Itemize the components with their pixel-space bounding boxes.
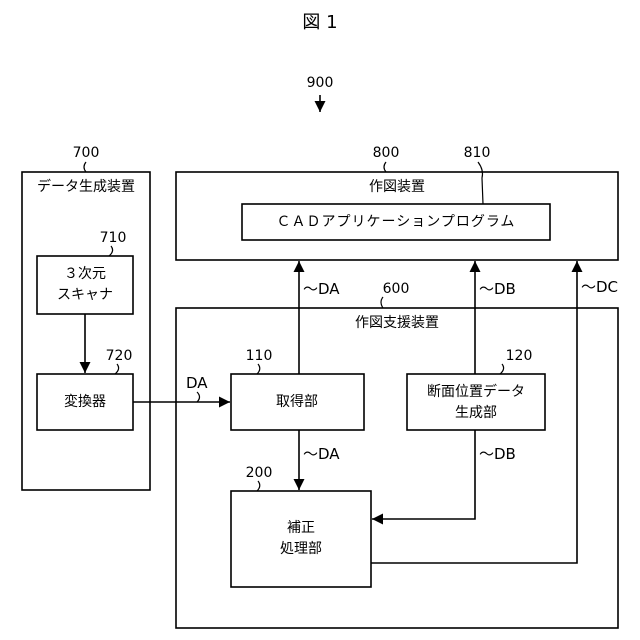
- data-gen-box: [22, 172, 150, 490]
- scanner-label: ３次元 スキャナ: [57, 264, 113, 306]
- signal-dc-up: ～DC: [581, 280, 618, 295]
- acquisition-label: 取得部: [276, 395, 318, 409]
- support-device-label: 作図支援装置: [355, 316, 439, 330]
- leader-810: [478, 162, 483, 204]
- leader-800: [384, 162, 386, 172]
- system-ref-900: 900: [307, 76, 334, 90]
- leader-da-input: [197, 392, 200, 402]
- leader-710: [109, 246, 113, 256]
- scanner-line1: ３次元: [57, 264, 113, 285]
- signal-db-down: ～DB: [479, 447, 516, 462]
- section-gen-label: 断面位置データ 生成部: [427, 382, 525, 424]
- figure-title: 図 1: [302, 14, 337, 32]
- correction-line1: 補正: [280, 518, 322, 539]
- ref-800: 800: [373, 146, 400, 160]
- data-gen-label: データ生成装置: [37, 180, 135, 194]
- ref-720: 720: [106, 349, 133, 363]
- section-gen-line2: 生成部: [427, 403, 525, 424]
- leader-600: [381, 297, 383, 308]
- ref-710: 710: [100, 231, 127, 245]
- ref-120: 120: [506, 349, 533, 363]
- signal-da-up: ～DA: [303, 282, 340, 297]
- support-device-box: [176, 308, 618, 628]
- ref-810: 810: [464, 146, 491, 160]
- correction-label: 補正 処理部: [280, 518, 322, 560]
- leader-110: [257, 364, 260, 374]
- arrow-section-to-correction: [372, 430, 475, 519]
- drawing-device-label: 作図装置: [369, 180, 425, 194]
- leader-700: [84, 162, 86, 172]
- converter-label: 変換器: [64, 395, 106, 409]
- ref-700: 700: [73, 146, 100, 160]
- ref-200: 200: [246, 466, 273, 480]
- cad-app-label: ＣＡＤアプリケーションプログラム: [277, 215, 516, 229]
- signal-da-down: ～DA: [303, 447, 340, 462]
- ref-600: 600: [383, 282, 410, 296]
- leader-120: [500, 364, 504, 374]
- section-gen-line1: 断面位置データ: [427, 382, 525, 403]
- scanner-line2: スキャナ: [57, 285, 113, 306]
- signal-da-input: DA: [186, 376, 208, 391]
- ref-110: 110: [246, 349, 273, 363]
- leader-200: [257, 481, 260, 491]
- correction-line2: 処理部: [280, 539, 322, 560]
- signal-db-up: ～DB: [479, 282, 516, 297]
- leader-720: [115, 364, 119, 374]
